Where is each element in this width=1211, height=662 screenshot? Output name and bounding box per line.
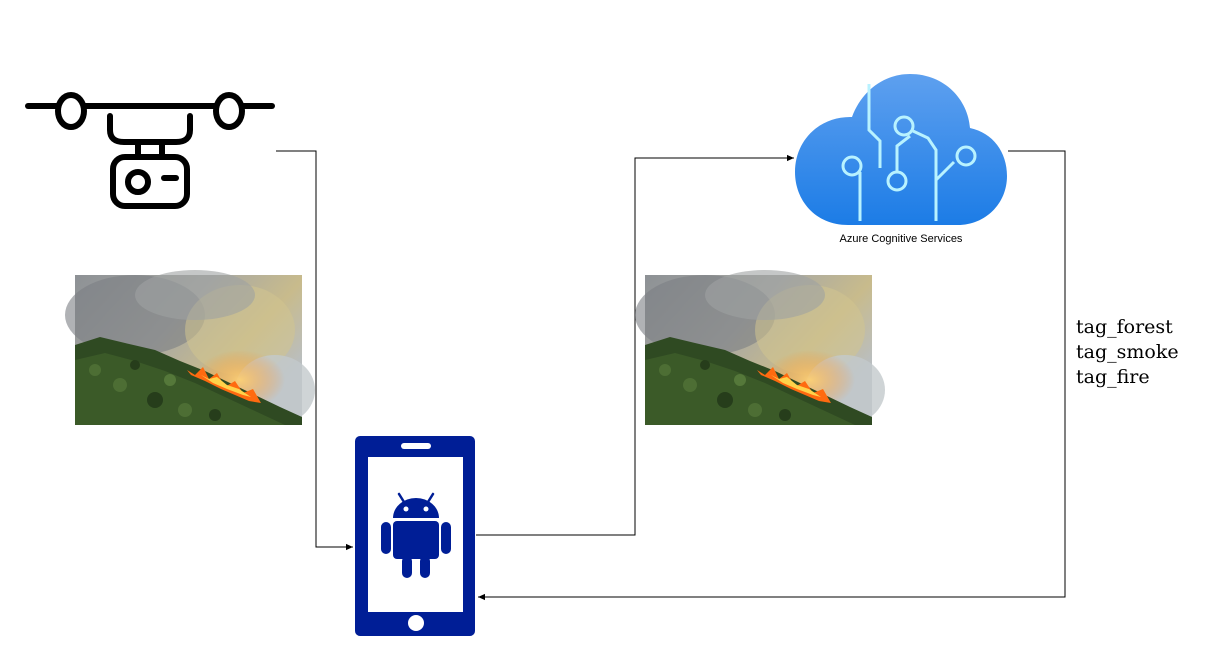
forest-fire-photo-left	[65, 270, 315, 425]
azure-cognitive-services-icon: Azure Cognitive Services	[795, 74, 1007, 245]
azure-cognitive-services-label: Azure Cognitive Services	[840, 233, 963, 245]
drone-camera-icon	[25, 92, 275, 209]
tag-fire: tag_fire	[1076, 366, 1150, 388]
android-phone-icon	[355, 436, 475, 636]
tags-list: tag_forest tag_smoke tag_fire	[1076, 316, 1179, 388]
edge-cloud-to-phone	[478, 150, 1066, 601]
circuit-icon	[841, 84, 977, 221]
forest-fire-photo-right	[635, 270, 885, 425]
android-robot-icon	[381, 492, 451, 578]
tag-forest: tag_forest	[1076, 316, 1173, 338]
tag-smoke: tag_smoke	[1076, 341, 1179, 363]
edge-phone-to-cloud	[476, 154, 794, 536]
edge-drone-to-phone	[276, 150, 353, 551]
